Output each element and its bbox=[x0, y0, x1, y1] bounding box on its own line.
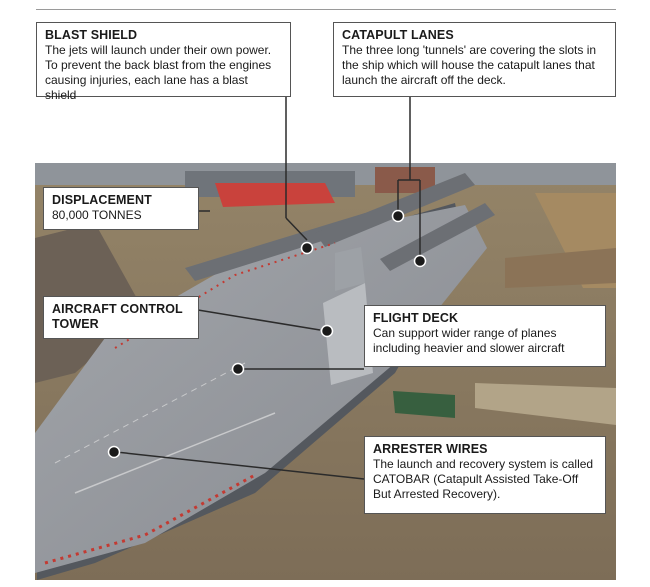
callout-blast-shield: BLAST SHIELD The jets will launch under … bbox=[36, 22, 291, 102]
blast-shield-text: The jets will launch under their own pow… bbox=[45, 43, 272, 102]
arrester-wires-text: The launch and recovery system is called… bbox=[373, 457, 594, 501]
aircraft-control-tower-title: AIRCRAFT CONTROL TOWER bbox=[52, 302, 183, 331]
displacement-title: DISPLACEMENT bbox=[52, 193, 152, 207]
catapult-lanes-text: The three long 'tunnels' are covering th… bbox=[342, 43, 597, 87]
callout-catapult-lanes: CATAPULT LANES The three long 'tunnels' … bbox=[333, 22, 616, 97]
flight-deck-text: Can support wider range of planes includ… bbox=[373, 326, 565, 355]
blast-shield-title: BLAST SHIELD bbox=[45, 28, 138, 42]
catapult-lanes-title: CATAPULT LANES bbox=[342, 28, 454, 42]
callout-flight-deck: FLIGHT DECK Can support wider range of p… bbox=[364, 305, 606, 367]
callout-arrester-wires: ARRESTER WIRES The launch and recovery s… bbox=[364, 436, 606, 514]
callout-displacement: DISPLACEMENT 80,000 TONNES bbox=[43, 187, 199, 230]
flight-deck-title: FLIGHT DECK bbox=[373, 311, 459, 325]
arrester-wires-title: ARRESTER WIRES bbox=[373, 442, 488, 456]
top-rule bbox=[36, 9, 616, 10]
displacement-value: 80,000 TONNES bbox=[52, 208, 142, 222]
callout-aircraft-control-tower: AIRCRAFT CONTROL TOWER bbox=[43, 296, 199, 339]
